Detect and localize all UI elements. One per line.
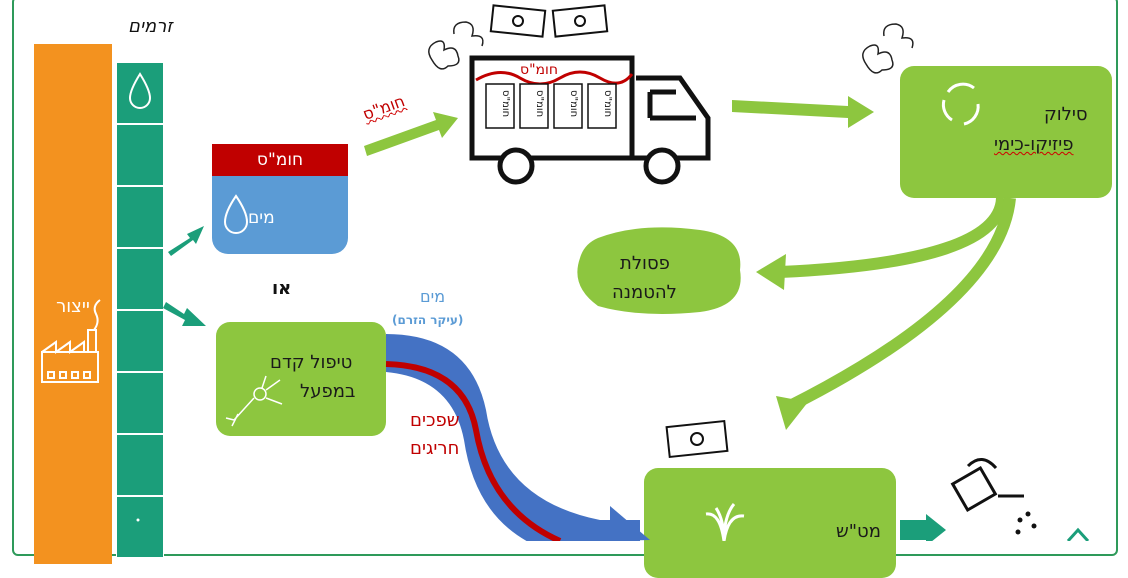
water-drops: [1015, 511, 1037, 535]
pretreatment-box: [216, 322, 386, 436]
factory-icon: [41, 299, 101, 383]
harsh-flow-line: [385, 361, 562, 541]
smoke-icon: [862, 23, 914, 74]
drum-label: חומ"ס: [568, 90, 579, 118]
pretreatment-line2: במפעל: [300, 381, 356, 402]
physchem-line2: פיזיקו-כימי: [994, 134, 1074, 155]
truck-wheels: [497, 147, 681, 185]
truck-hazmat-wave: [475, 70, 634, 86]
diagram-graphics: [128, 4, 1090, 541]
sprout-icon: [1066, 527, 1090, 541]
smoke-icon: [428, 21, 484, 70]
water-drop-icon: [223, 194, 249, 234]
tank-hazmat-label: חומ"ס: [212, 144, 348, 176]
waste-line2: להטמנה: [612, 282, 677, 303]
waste-line1: פסולת: [620, 253, 670, 274]
arrow-to-waste-head: [756, 254, 786, 290]
drum-label: חומ"ס: [500, 90, 511, 118]
stream-cell: [116, 372, 164, 434]
watering-can-icon: [950, 458, 1024, 513]
truck-drums: [485, 83, 617, 129]
producer-bar: [34, 44, 112, 564]
physchem-box: [900, 66, 1112, 198]
waste-blob: [577, 227, 741, 314]
stream-dot: [136, 518, 140, 522]
stream-cell: [116, 124, 164, 186]
water-drop-icon: [128, 72, 152, 109]
arrow-to-waste: [779, 197, 1008, 278]
truck-hazmat-label: חומ"ס: [520, 62, 558, 78]
producer-label: ייצור: [56, 296, 90, 317]
water-flow-sublabel: (עיקר הזרם): [392, 313, 464, 327]
arrow-to-wwtp: [787, 197, 1016, 412]
teal-arrows: [163, 226, 946, 541]
stream-cell: [116, 248, 164, 310]
streams-label: זרמים: [128, 16, 173, 37]
stream-cell: [116, 186, 164, 248]
wwtp-label: מט"ש: [836, 521, 881, 542]
recycle-icon: [941, 82, 980, 126]
or-label: או: [272, 278, 292, 299]
factory-icon-layer: [41, 299, 101, 383]
water-flow-label: מים: [420, 287, 446, 306]
drum-label: חומ"ס: [602, 90, 613, 118]
neuron-icon: [225, 375, 283, 427]
stream-cell: [116, 310, 164, 372]
physchem-line1: סילוק: [1044, 104, 1088, 125]
harsh-wastewater-line1: שפכים: [410, 410, 460, 431]
harsh-wastewater-line2: חריגים: [410, 438, 460, 459]
tank-water-label: מים: [248, 208, 275, 228]
drum-label: חומ"ס: [534, 90, 545, 118]
pretreatment-line1: טיפול קדם: [270, 352, 353, 373]
green-arrows: [364, 96, 874, 156]
arrow-to-wwtp-head: [776, 396, 808, 430]
money-icon: [489, 4, 729, 459]
flow-arrow-head: [610, 506, 650, 541]
fountain-icon: [705, 503, 745, 541]
stream-cell: [116, 434, 164, 496]
stream-cell: [116, 62, 164, 124]
